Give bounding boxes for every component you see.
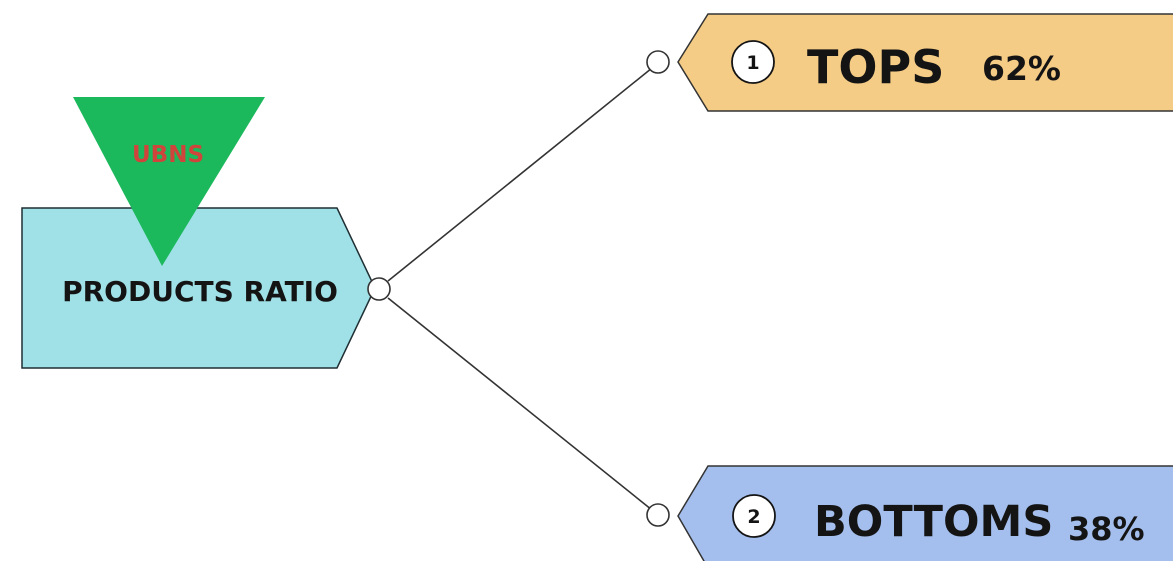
connector-line-tops (387, 67, 653, 282)
root-node-label: PRODUCTS RATIO (62, 275, 338, 308)
branch-bottoms-percent: 38% (1068, 510, 1145, 548)
logo-text: UBNS (132, 142, 204, 168)
branch-tops-number-badge (731, 40, 775, 84)
branch-tops-number: 1 (746, 52, 759, 74)
connector-line-bottoms (387, 297, 653, 511)
branch-tops-connector-circle (646, 50, 670, 74)
root-connector-circle (367, 277, 391, 301)
branch-bottoms-shape (677, 465, 1173, 561)
branch-tops-shape (677, 13, 1173, 112)
logo-triangle-shape (73, 97, 265, 266)
branch-bottoms-label: BOTTOMS (814, 497, 1053, 547)
root-node-shape (21, 207, 376, 369)
branch-tops-percent: 62% (982, 49, 1061, 88)
branch-bottoms-number-badge (732, 494, 776, 538)
branch-tops-label: TOPS (807, 40, 944, 94)
branch-bottoms-number: 2 (747, 506, 760, 528)
branch-bottoms-connector-circle (646, 503, 670, 527)
